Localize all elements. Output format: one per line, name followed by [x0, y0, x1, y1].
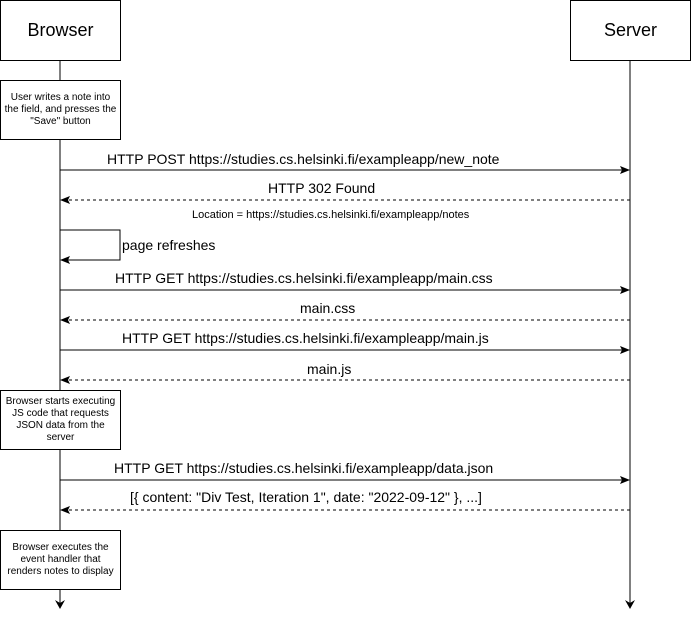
browser-lifeline-end-arrow	[55, 600, 65, 609]
found-302-label: HTTP 302 Found	[268, 180, 376, 196]
get-main-css-label: HTTP GET https://studies.cs.helsinki.fi/…	[115, 270, 493, 286]
page-refreshes-label: page refreshes	[122, 237, 216, 253]
post-new-note-label: HTTP POST https://studies.cs.helsinki.fi…	[107, 151, 500, 167]
main-js-label: main.js	[307, 361, 352, 377]
server-lifeline-end-arrow	[625, 600, 635, 609]
browser-participant: Browser	[0, 0, 121, 61]
page-refreshes-self-arrow	[60, 229, 121, 264]
location-label: Location = https://studies.cs.helsinki.f…	[192, 209, 470, 221]
note-browser-starts: Browser starts executing JS code that re…	[0, 390, 121, 450]
note-user-writes: User writes a note into the field, and p…	[0, 80, 121, 140]
get-data-json-label: HTTP GET https://studies.cs.helsinki.fi/…	[114, 460, 494, 476]
note-browser-executes: Browser executes the event handler that …	[0, 530, 121, 590]
server-participant: Server	[570, 0, 691, 61]
data-json-response-label: [{ content: "Div Test, Iteration 1", dat…	[130, 489, 482, 505]
get-main-js-label: HTTP GET https://studies.cs.helsinki.fi/…	[122, 330, 489, 346]
main-css-label: main.css	[300, 300, 356, 316]
